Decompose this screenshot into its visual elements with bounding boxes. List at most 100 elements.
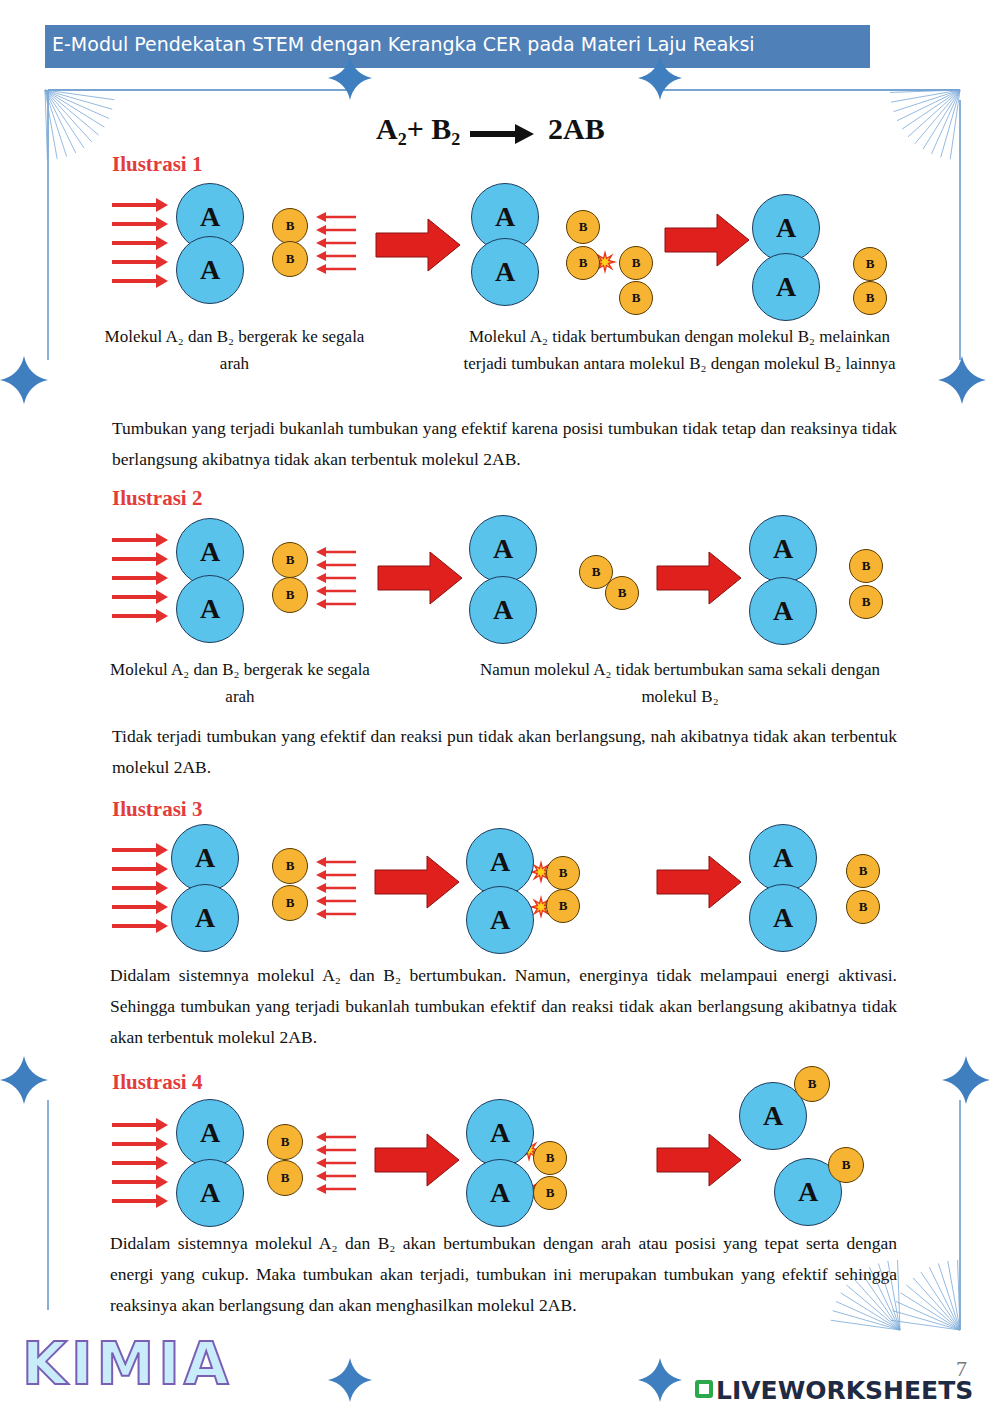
motion-arrow — [112, 867, 158, 871]
sparkle-star — [328, 56, 372, 100]
ray-line — [929, 1267, 960, 1330]
explanation: Tidak terjadi tumbukan yang efektif dan … — [112, 721, 897, 783]
atom-letter: B — [632, 255, 641, 271]
molecule-b: B — [272, 848, 308, 884]
stage-arrow — [376, 219, 460, 271]
motion-arrowhead — [316, 909, 326, 919]
molecule-b: B — [533, 1176, 567, 1210]
motion-arrow — [322, 1149, 356, 1152]
atom-letter: B — [632, 290, 641, 306]
atom-letter: B — [579, 219, 588, 235]
motion-arrowhead — [156, 1156, 168, 1170]
motion-arrow — [322, 1136, 356, 1139]
ray-line — [853, 1278, 900, 1330]
molecule-a: A — [466, 886, 534, 954]
motion-arrow — [112, 848, 158, 852]
atom-letter: A — [763, 1100, 783, 1132]
molecule-b: B — [849, 549, 883, 583]
atom-letter: A — [490, 846, 510, 878]
molecule-a: A — [469, 576, 537, 644]
motion-arrow — [112, 1199, 158, 1203]
motion-arrowhead — [316, 883, 326, 893]
motion-arrowhead — [316, 264, 326, 274]
atom-letter: B — [859, 899, 868, 915]
atom-letter: A — [493, 594, 513, 626]
atom-letter: A — [200, 593, 220, 625]
molecule-b: B — [619, 281, 653, 315]
motion-arrow — [112, 595, 158, 599]
motion-arrowhead — [316, 225, 326, 235]
ray-line — [902, 90, 960, 129]
molecule-a: A — [176, 575, 244, 643]
molecule-b: B — [272, 542, 308, 578]
molecule-b: B — [853, 281, 887, 315]
motion-arrowhead — [316, 870, 326, 880]
caption: Namun molekul A₂ tidak bertumbukan sama … — [455, 656, 905, 710]
stage-arrow — [657, 1134, 741, 1186]
page-frame — [48, 90, 960, 1330]
motion-arrowhead — [316, 1132, 326, 1142]
molecule-b: B — [846, 854, 880, 888]
motion-arrow — [112, 538, 158, 542]
atom-letter: A — [495, 201, 515, 233]
motion-arrowhead — [156, 255, 168, 269]
stage-arrow — [378, 552, 462, 604]
motion-arrow — [322, 551, 356, 554]
motion-arrowhead — [156, 533, 168, 547]
watermark: LIVEWORKSHEETS — [716, 1376, 973, 1405]
motion-arrow — [322, 1188, 356, 1191]
atom-letter: A — [773, 842, 793, 874]
motion-arrowhead — [316, 857, 326, 867]
atom-letter: A — [798, 1176, 818, 1208]
atom-letter: A — [490, 1177, 510, 1209]
atom-letter: A — [490, 1117, 510, 1149]
atom-letter: B — [842, 1157, 851, 1173]
motion-arrow — [112, 886, 158, 890]
equation-product: 2AB — [548, 112, 605, 146]
motion-arrow — [322, 564, 356, 567]
atom-letter: A — [200, 536, 220, 568]
molecule-b: B — [272, 885, 308, 921]
atom-letter: A — [773, 595, 793, 627]
motion-arrowhead — [316, 560, 326, 570]
ray-line — [921, 1272, 960, 1330]
motion-arrowhead — [156, 217, 168, 231]
ray-line — [893, 90, 960, 112]
molecule-a: A — [466, 1099, 534, 1167]
caption: Molekul A₂ dan B₂ bergerak ke segala ara… — [92, 323, 377, 377]
atom-letter: A — [200, 1117, 220, 1149]
caption: Molekul A₂ tidak bertumbukan dengan mole… — [452, 323, 907, 377]
motion-arrow — [112, 222, 158, 226]
ray-line — [893, 1311, 960, 1330]
ray-line — [913, 1278, 960, 1330]
caption: Molekul A₂ dan B₂ bergerak ke segala ara… — [100, 656, 380, 710]
motion-arrow — [112, 614, 158, 618]
motion-arrow — [322, 255, 356, 258]
motion-arrowhead — [156, 274, 168, 288]
motion-arrow — [322, 216, 356, 219]
atom-letter: B — [286, 251, 295, 267]
atom-letter: A — [776, 271, 796, 303]
ray-line — [45, 90, 47, 160]
ray-line — [915, 90, 960, 144]
ray-line — [45, 90, 84, 148]
motion-arrow — [112, 576, 158, 580]
molecule-b: B — [267, 1124, 303, 1160]
atom-letter: B — [862, 558, 871, 574]
molecule-b: B — [794, 1066, 830, 1102]
motion-arrow — [322, 590, 356, 593]
motion-arrow — [322, 874, 356, 877]
motion-arrowhead — [316, 238, 326, 248]
molecule-a: A — [466, 1159, 534, 1227]
atom-letter: A — [200, 254, 220, 286]
sparkle-star — [328, 1358, 372, 1402]
atom-letter: B — [286, 218, 295, 234]
motion-arrow — [112, 1123, 158, 1127]
sparkle-star — [938, 356, 986, 404]
explanation: Didalam sistemnya molekul A₂ dan B₂ akan… — [110, 1228, 897, 1321]
ray-line — [897, 90, 960, 121]
atom-letter: B — [281, 1170, 290, 1186]
atom-letter: B — [618, 585, 627, 601]
motion-arrowhead — [156, 571, 168, 585]
motion-arrowhead — [316, 896, 326, 906]
